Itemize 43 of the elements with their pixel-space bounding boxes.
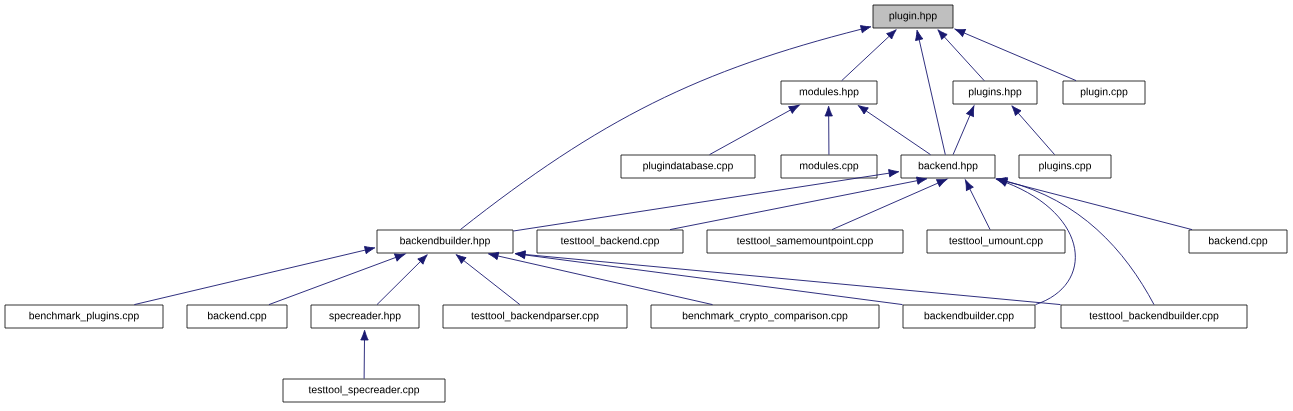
arrow — [376, 254, 428, 306]
arrow — [952, 105, 975, 156]
file-box: backend.cpp — [1188, 229, 1288, 254]
file-box: plugindatabase.cpp — [620, 154, 756, 179]
arrow — [937, 29, 985, 82]
arrow — [1011, 105, 1056, 156]
arrow — [512, 169, 900, 232]
file-box: backendbuilder.hpp — [376, 229, 514, 254]
file-box: backend.cpp — [186, 304, 288, 329]
file-box: specreader.hpp — [310, 304, 420, 329]
arrow — [455, 254, 521, 306]
file-box: plugin.hpp — [872, 4, 954, 29]
file-box: modules.cpp — [780, 154, 878, 179]
arrow — [268, 253, 406, 306]
arrow — [954, 28, 1077, 82]
file-box: benchmark_plugins.cpp — [4, 304, 164, 329]
file-box: backend.hpp — [900, 154, 996, 179]
arrow — [841, 29, 897, 82]
file-box: testtool_backend.cpp — [536, 229, 684, 254]
arrow — [487, 251, 713, 306]
arrow — [857, 105, 931, 156]
arrow — [360, 329, 369, 380]
arrow — [996, 177, 1155, 306]
file-box: plugins.hpp — [952, 80, 1038, 105]
arrow — [824, 105, 833, 156]
arrow — [459, 25, 872, 231]
file-box: testtool_backendparser.cpp — [442, 304, 628, 329]
file-box: testtool_backendbuilder.cpp — [1060, 304, 1248, 329]
file-box: backendbuilder.cpp — [902, 304, 1036, 329]
file-box: benchmark_crypto_comparison.cpp — [650, 304, 880, 329]
file-box: testtool_umount.cpp — [926, 229, 1066, 254]
file-box: modules.hpp — [780, 80, 878, 105]
arrow — [915, 29, 946, 156]
arrow — [514, 250, 1062, 306]
arrow — [831, 178, 948, 231]
file-box: testtool_samemountpoint.cpp — [706, 229, 904, 254]
file-box: testtool_specreader.cpp — [282, 378, 446, 403]
arrow — [133, 246, 376, 306]
file-box: plugin.cpp — [1062, 80, 1146, 105]
arrow — [964, 179, 991, 231]
arrow — [669, 176, 928, 231]
file-box: plugins.cpp — [1018, 154, 1112, 179]
arrow — [709, 104, 800, 156]
